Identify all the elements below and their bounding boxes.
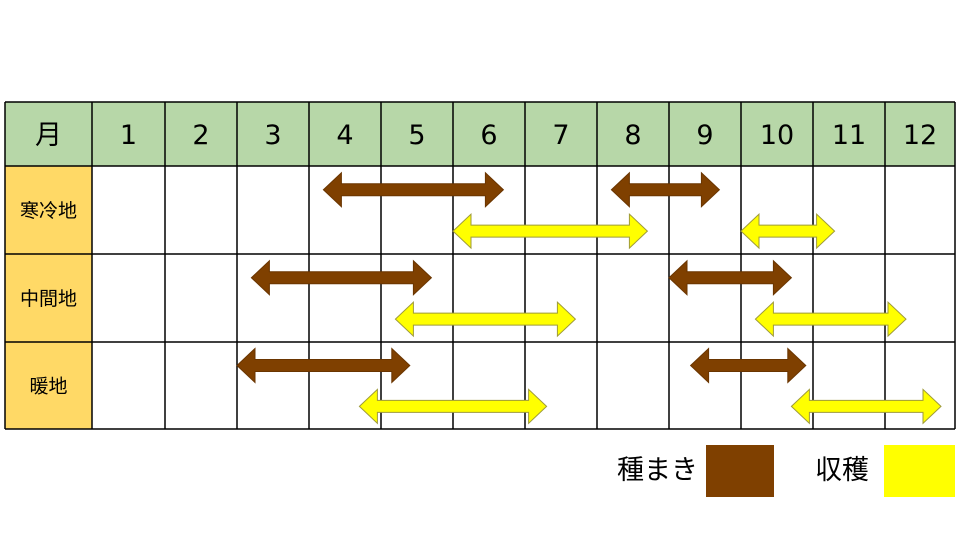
month-header-10: 10 (760, 120, 794, 151)
month-header-label: 月 (35, 120, 62, 151)
sowing-arrow-region-2-0 (236, 347, 411, 384)
sowing-arrow-region-1-1 (668, 259, 793, 296)
grid-lines (4, 101, 956, 430)
month-header-6: 6 (480, 120, 497, 151)
sowing-arrow-region-1-0 (250, 259, 433, 296)
month-header-11: 11 (832, 120, 866, 151)
harvest-arrow-region-0-1 (740, 212, 836, 250)
legend-sowing-label: 種まき (617, 455, 698, 486)
region-label-2: 暖地 (29, 376, 67, 398)
region-label-1: 中間地 (20, 288, 77, 310)
month-header-5: 5 (408, 120, 425, 151)
period-arrows (236, 171, 942, 425)
month-header-2: 2 (192, 120, 209, 151)
month-header-1: 1 (120, 120, 137, 151)
harvest-arrow-region-0-0 (452, 212, 649, 250)
month-header-4: 4 (336, 120, 353, 151)
legend-sowing-swatch (706, 445, 774, 497)
month-header-7: 7 (552, 120, 569, 151)
month-header-12: 12 (903, 120, 937, 151)
month-header-8: 8 (624, 120, 641, 151)
harvest-arrow-region-2-1 (790, 388, 942, 425)
sowing-arrow-region-0-0 (322, 171, 505, 208)
legend-harvest-label: 収穫 (815, 455, 869, 486)
region-column-background (5, 166, 92, 429)
harvest-arrow-region-2-0 (358, 388, 548, 425)
harvest-arrow-region-1-1 (754, 300, 907, 338)
month-header-3: 3 (264, 120, 281, 151)
harvest-arrow-region-1-0 (394, 300, 577, 338)
sowing-arrow-region-2-1 (689, 347, 807, 384)
region-label-0: 寒冷地 (20, 200, 77, 222)
sowing-arrow-region-0-1 (610, 171, 721, 208)
header-row-background (5, 102, 955, 166)
month-header-9: 9 (696, 120, 713, 151)
legend-harvest-swatch (884, 445, 955, 497)
